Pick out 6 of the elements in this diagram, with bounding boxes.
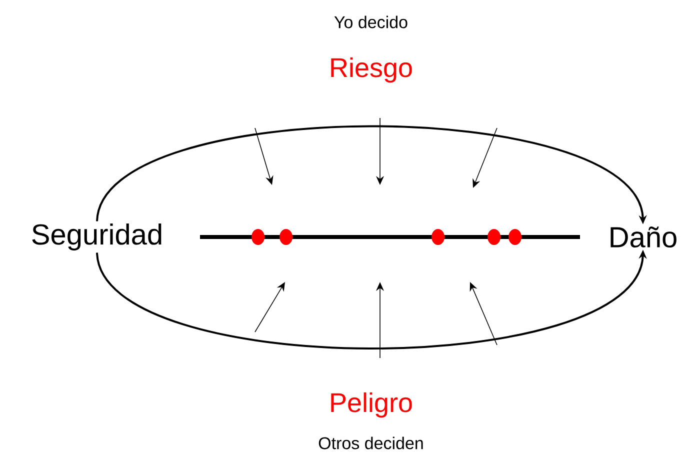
caption-text: Yo decido	[334, 16, 408, 28]
heading-text: Riesgo	[331, 57, 412, 83]
term-label: Daño	[610, 226, 676, 248]
caption-text: Otros deciden	[318, 436, 423, 450]
term-label: Seguridad	[32, 223, 162, 251]
heading-text: Peligro	[331, 392, 412, 418]
